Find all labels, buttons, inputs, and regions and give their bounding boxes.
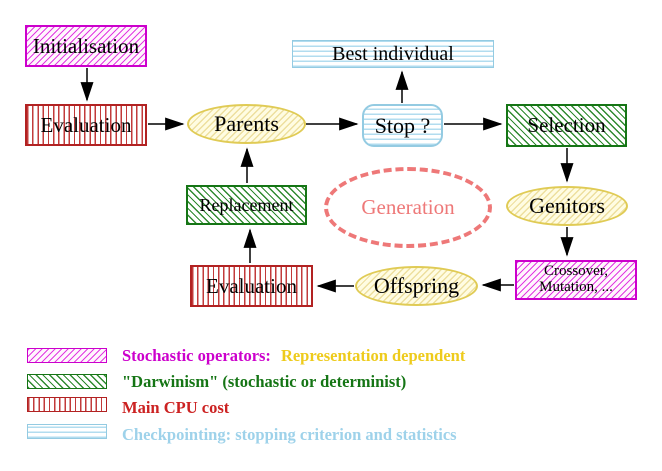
legend-swatch-checkpointing: [27, 424, 107, 439]
legend-swatch-darwinism: [27, 374, 107, 389]
legend-label-stochastic-operators: Stochastic operators: Representation depe…: [122, 346, 465, 366]
node-evaluation-top: Evaluation: [25, 104, 147, 146]
legend-swatch-main-cpu-cost: [27, 397, 107, 412]
legend-label-checkpointing: Checkpointing: stopping criterion and st…: [122, 425, 457, 444]
node-generation-loop: Generation: [324, 167, 492, 248]
node-replacement: Replacement: [186, 185, 307, 225]
legend-text-representation: Representation dependent: [280, 346, 466, 365]
node-crossover-mutation: Crossover, Mutation, ...: [515, 260, 637, 300]
legend-swatch-stochastic-operators: [27, 348, 107, 363]
node-offspring: Offspring: [355, 266, 478, 306]
legend-label-main-cpu-cost: Main CPU cost: [122, 398, 230, 417]
node-stop-decision: Stop ?: [362, 104, 443, 147]
node-parents: Parents: [187, 104, 306, 144]
legend-label-darwinism: "Darwinism" (stochastic or determinist): [122, 372, 407, 391]
node-evaluation-bottom: Evaluation: [190, 265, 313, 307]
crossover-line1: Crossover,: [544, 263, 608, 280]
node-initialisation: Initialisation: [25, 25, 147, 67]
legend-text-stochastic: Stochastic operators:: [122, 346, 271, 365]
crossover-line2: Mutation, ...: [539, 279, 613, 295]
node-best-individual: Best individual: [292, 40, 494, 68]
node-genitors: Genitors: [506, 186, 628, 226]
node-selection: Selection: [506, 104, 627, 147]
